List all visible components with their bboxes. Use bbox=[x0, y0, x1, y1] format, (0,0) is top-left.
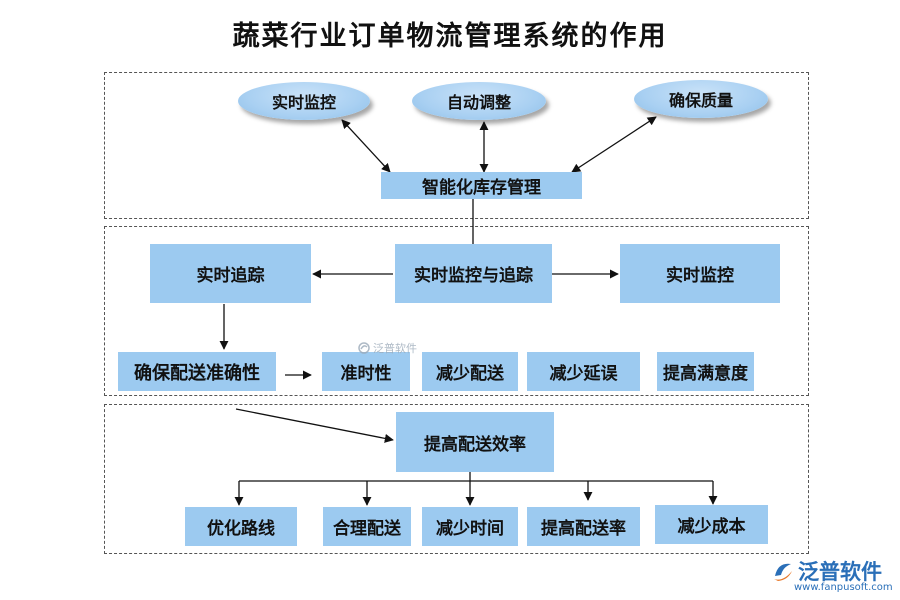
box-smart-inventory: 智能化库存管理 bbox=[381, 172, 582, 199]
oval-auto-adjust: 自动调整 bbox=[412, 82, 546, 120]
brand-swirl-icon bbox=[774, 563, 792, 581]
box-reduce-delivery: 减少配送 bbox=[422, 352, 518, 391]
oval-ensure-quality: 确保质量 bbox=[634, 80, 768, 118]
box-realtime-tracking-left: 实时追踪 bbox=[150, 244, 311, 303]
brand-name: 泛普软件 bbox=[798, 560, 882, 584]
box-optimize-route: 优化路线 bbox=[185, 507, 297, 546]
box-improve-delivery-rate: 提高配送率 bbox=[527, 507, 640, 546]
brand-logo: 泛普软件 www.fanpusoft.com bbox=[770, 556, 893, 596]
box-reduce-time: 减少时间 bbox=[422, 507, 518, 546]
arrow-inventory-monitor bbox=[341, 119, 391, 173]
box-reduce-delay: 减少延误 bbox=[527, 352, 640, 391]
box-realtime-monitor-right: 实时监控 bbox=[620, 244, 780, 303]
arrow-inventory-quality bbox=[571, 116, 657, 173]
box-ensure-accuracy: 确保配送准确性 bbox=[118, 352, 276, 391]
center-watermark: 泛普软件 bbox=[358, 340, 417, 356]
oval-realtime-monitor: 实时监控 bbox=[238, 82, 370, 120]
arrow-to-efficiency bbox=[235, 408, 394, 443]
center-watermark-text: 泛普软件 bbox=[373, 342, 417, 355]
box-improve-efficiency: 提高配送效率 bbox=[396, 412, 554, 472]
page-title: 蔬菜行业订单物流管理系统的作用 bbox=[232, 21, 668, 52]
box-reduce-cost: 减少成本 bbox=[655, 505, 768, 544]
box-monitor-and-track: 实时监控与追踪 bbox=[395, 244, 552, 303]
section-tracking bbox=[104, 226, 809, 396]
section-efficiency bbox=[104, 404, 809, 554]
watermark-logo-icon bbox=[358, 342, 370, 354]
brand-url: www.fanpusoft.com bbox=[794, 582, 893, 593]
section-inventory bbox=[104, 72, 809, 219]
box-reasonable-delivery: 合理配送 bbox=[323, 507, 411, 546]
box-punctuality: 准时性 bbox=[322, 352, 410, 391]
box-improve-satisfaction: 提高满意度 bbox=[657, 352, 754, 391]
